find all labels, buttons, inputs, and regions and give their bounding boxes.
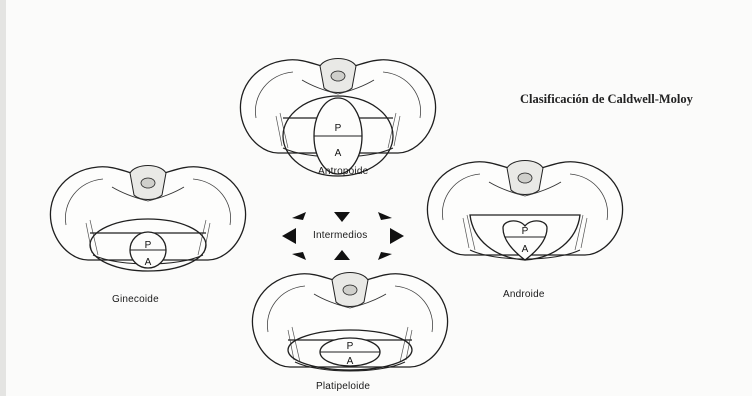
arrow-top-center: [334, 212, 350, 222]
androide-p: P: [522, 226, 529, 237]
figure-title: Clasificación de Caldwell-Moloy: [520, 92, 693, 107]
ginecoide-a: A: [145, 257, 152, 268]
arrow-top-right: [378, 212, 392, 220]
label-intermedios: Intermedios: [313, 230, 367, 241]
arrow-right: [390, 228, 404, 244]
arrow-top-left: [292, 212, 306, 220]
arrow-bottom-center: [334, 250, 350, 260]
label-antropoide: Antropoide: [318, 166, 368, 177]
platipeloide-p: P: [347, 341, 354, 352]
ginecoide-p: P: [145, 240, 152, 251]
arrow-bottom-right: [378, 252, 392, 260]
arrow-bottom-left: [292, 252, 306, 260]
label-ginecoide: Ginecoide: [112, 294, 159, 305]
antropoide-p: P: [335, 123, 342, 134]
antropoide-a: A: [335, 148, 342, 159]
label-androide: Androide: [503, 289, 545, 300]
arrow-left: [282, 228, 296, 244]
platipeloide-a: A: [347, 356, 354, 367]
label-platipeloide: Platipeloide: [316, 381, 370, 392]
androide-a: A: [522, 244, 529, 255]
pelvis-ginecoide: [50, 166, 245, 272]
